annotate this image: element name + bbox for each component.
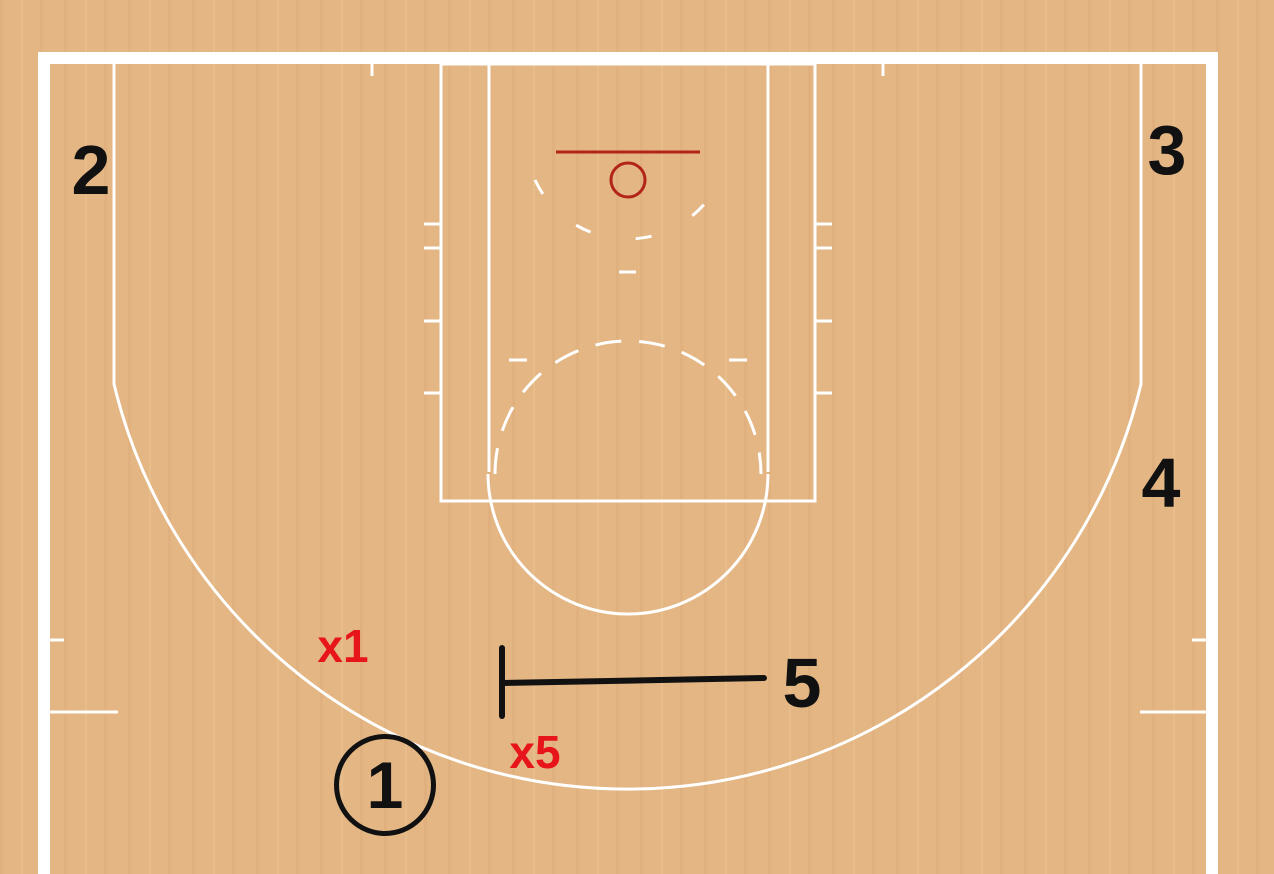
offense-player-3[interactable]: 3 — [1147, 111, 1187, 189]
defense-player-x1[interactable]: x1 — [317, 620, 369, 672]
restricted-arc — [533, 179, 722, 241]
lane-outer — [439, 62, 817, 503]
free-throw-circle-dashed — [493, 339, 763, 475]
defense-player-x5[interactable]: x5 — [509, 726, 561, 778]
screen-path — [501, 675, 767, 686]
offense-player-1: 1 — [366, 748, 404, 822]
ball-handler-circle[interactable]: 1 — [334, 734, 436, 836]
basket — [556, 150, 700, 199]
rim — [609, 161, 647, 199]
free-throw-circle — [486, 473, 770, 616]
lane-hash-marks — [424, 222, 832, 395]
screen-action — [499, 645, 767, 719]
offense-player-5[interactable]: 5 — [782, 644, 822, 722]
lane-inner — [487, 64, 770, 472]
three-point-line — [112, 64, 1143, 791]
offense-player-2[interactable]: 2 — [71, 131, 111, 209]
boundary-line — [38, 52, 1218, 874]
court-lines — [38, 52, 1218, 874]
offense-player-4[interactable]: 4 — [1141, 444, 1181, 522]
